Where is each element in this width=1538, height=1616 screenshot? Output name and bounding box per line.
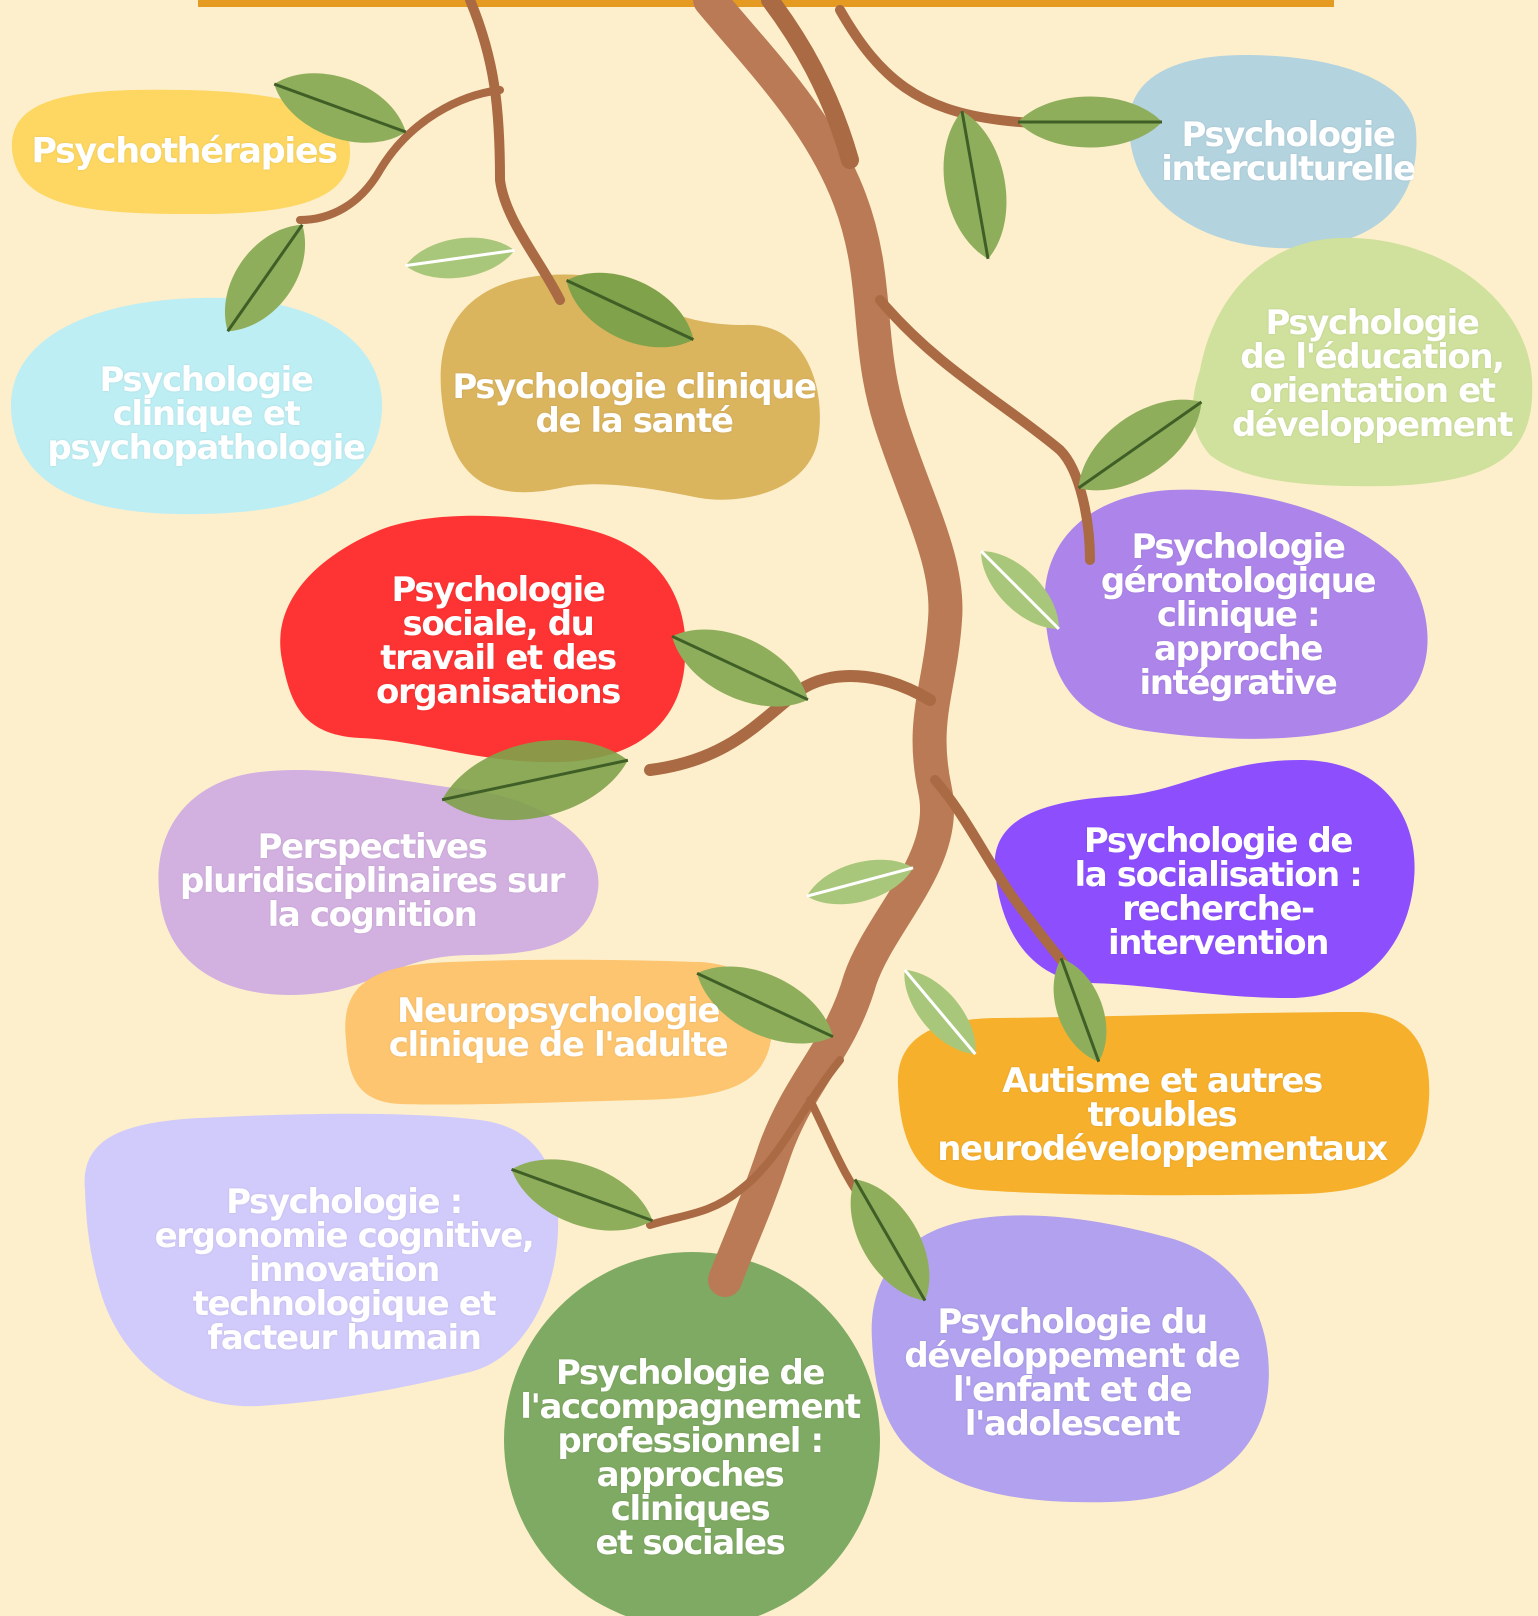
topic-label-sociale: Psychologie sociale, du travail et des o… [376, 570, 621, 712]
tree-trunk-top-left [761, 0, 859, 169]
leaf-icon [273, 73, 407, 143]
leaf-icon [441, 739, 629, 821]
tree-trunk [693, 0, 963, 1297]
branch-top-left [465, 0, 565, 305]
blob-neuropsychologie [345, 959, 773, 1105]
leaf-icon [224, 223, 306, 333]
blob-developpement-enfant [871, 1215, 1269, 1503]
topic-label-psychotherapies: Psychothérapies [31, 131, 338, 172]
topic-label-neuropsychologie: Neuropsychologie clinique de l'adulte [388, 991, 729, 1065]
branch-top-left-2 [296, 86, 504, 224]
topic-label-ergonomie: Psychologie : ergonomie cognitive, innov… [154, 1182, 535, 1358]
leaf-icon [405, 237, 515, 279]
topic-label-gerontologique: Psychologie gérontologique clinique : ap… [1100, 527, 1377, 703]
blob-clinique-sante [440, 274, 820, 500]
blob-sociale [280, 515, 686, 763]
leaf-icon [980, 550, 1060, 630]
leaf-icon [511, 1159, 653, 1231]
leaf-icon [850, 1178, 930, 1302]
leaf-icon [671, 629, 809, 707]
topic-label-education: Psychologie de l'éducation, orientation … [1231, 303, 1514, 445]
blob-cognition [158, 769, 599, 995]
topic-label-clinique-sante: Psychologie clinique de la santé [452, 367, 817, 441]
blob-autisme [897, 1012, 1430, 1196]
leaf-icon [1053, 957, 1107, 1063]
leaf-icon [903, 968, 977, 1056]
blob-ergonomie [84, 1113, 559, 1407]
blob-psychotherapies [11, 89, 351, 215]
blob-accompagnement [504, 1252, 880, 1616]
topic-label-socialisation: Psychologie de la socialisation : recher… [1074, 821, 1363, 963]
topic-label-accompagnement: Psychologie de l'accompagnement professi… [520, 1353, 861, 1563]
blob-clinique-psychopathologie [10, 297, 383, 515]
topic-label-developpement-enfant: Psychologie du développement de l'enfant… [904, 1302, 1241, 1444]
topic-label-autisme: Autisme et autres troubles neurodévelopp… [937, 1061, 1388, 1169]
blob-socialisation [994, 760, 1415, 998]
leaf-icon [1077, 399, 1203, 491]
blob-gerontologique [1044, 489, 1428, 739]
topic-label-clinique-psychopathologie: Psychologie clinique et psychopathologie [47, 360, 366, 468]
topic-label-cognition: Perspectives pluridisciplinaires sur la … [179, 827, 565, 935]
leaf-icon [696, 966, 834, 1044]
leaf-icon [1018, 96, 1162, 148]
blob-interculturelle [1128, 54, 1417, 249]
branch-right-mid [875, 295, 1095, 565]
leaf-icon [565, 272, 695, 348]
leaf-icon [806, 859, 914, 905]
leaf-icon [943, 110, 1007, 260]
blob-education [1192, 237, 1533, 487]
topic-label-interculturelle: Psychologie interculturelle [1161, 115, 1416, 189]
